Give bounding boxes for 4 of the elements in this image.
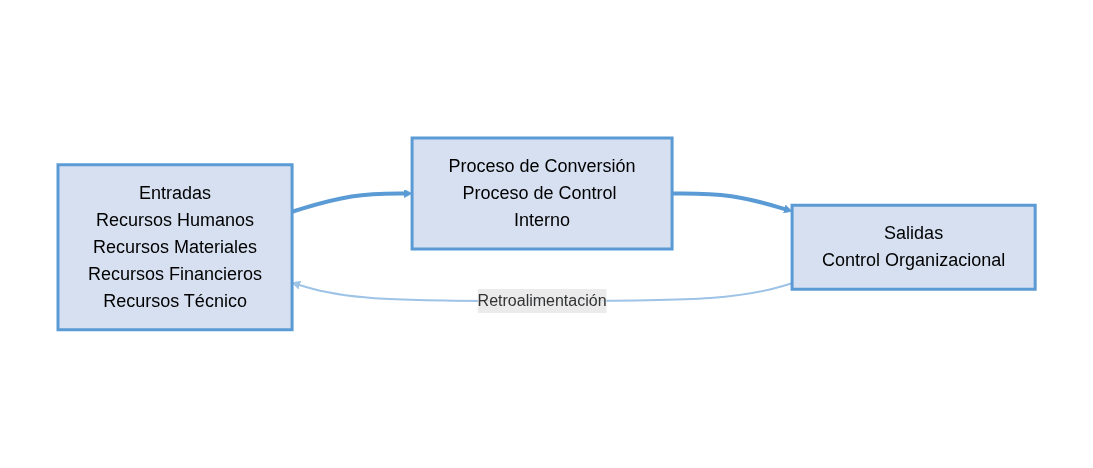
node-box: Proceso de Conversión Proceso de Control Interno: [410, 136, 674, 251]
node-box: Salidas Control Organizacional: [790, 203, 1037, 291]
node-box: Entradas Recursos Humanos Recursos Materiales Recursos Financieros Recursos Técnico: [56, 163, 294, 332]
edge-label: Retroalimentación: [477, 292, 607, 310]
